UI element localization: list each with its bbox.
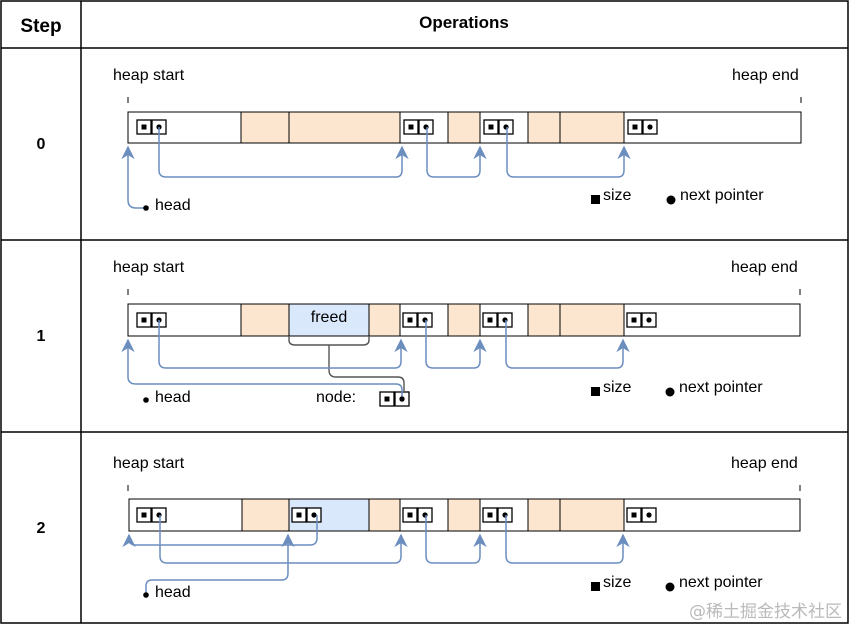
next-pointer-legend: next pointer	[679, 379, 763, 396]
heap-bar	[127, 111, 802, 144]
step-1-label: 1	[37, 328, 46, 345]
used-block	[447, 498, 481, 532]
head-label: head	[155, 389, 191, 406]
used-block	[288, 111, 401, 144]
heap-end-label: heap end	[731, 259, 798, 276]
used-block	[527, 498, 561, 532]
used-block	[241, 498, 290, 532]
heap-bar	[128, 498, 801, 532]
node-headers	[136, 507, 657, 523]
node-headers	[136, 119, 658, 135]
step-2-label: 2	[37, 520, 46, 537]
heap-end-label: heap end	[732, 67, 799, 84]
used-block	[240, 111, 290, 144]
heap-start-label: heap start	[113, 259, 185, 276]
size-legend: size	[603, 379, 632, 396]
used-block	[559, 303, 625, 337]
head-label: head	[155, 584, 191, 601]
pointer-arrows	[121, 127, 631, 209]
node-label: node:	[316, 389, 356, 406]
next-pointer-legend: next pointer	[680, 187, 764, 204]
used-block	[527, 303, 561, 337]
used-block	[447, 111, 481, 144]
header-step: Step	[20, 16, 61, 37]
step-1-diagram: heap start heap end freed node:	[113, 259, 801, 407]
next-pointer-legend: next pointer	[679, 574, 763, 591]
head-label: head	[155, 197, 191, 214]
new-node-header	[379, 391, 410, 407]
heap-bar	[127, 303, 801, 337]
pointer-arrows	[122, 515, 630, 594]
used-block	[368, 303, 401, 337]
size-legend: size	[603, 187, 632, 204]
step-0-label: 0	[37, 136, 46, 153]
heap-start-label: heap start	[113, 67, 185, 84]
used-block	[240, 303, 290, 337]
used-block	[447, 303, 481, 337]
step-2-diagram: heap start heap end	[113, 455, 801, 601]
used-block	[559, 111, 625, 144]
node-headers	[136, 312, 657, 407]
pointer-arrows	[121, 320, 630, 399]
heap-end-label: heap end	[731, 455, 798, 472]
used-block	[527, 111, 561, 144]
heap-start-label: heap start	[113, 455, 185, 472]
freed-label: freed	[311, 309, 347, 326]
used-block	[368, 498, 401, 532]
watermark: @稀土掘金技术社区	[689, 602, 842, 622]
size-legend: size	[603, 574, 632, 591]
freed-block	[288, 303, 370, 337]
step-0-diagram: heap start heap end head	[113, 67, 802, 214]
used-block	[559, 498, 625, 532]
header-operations: Operations	[419, 13, 509, 32]
